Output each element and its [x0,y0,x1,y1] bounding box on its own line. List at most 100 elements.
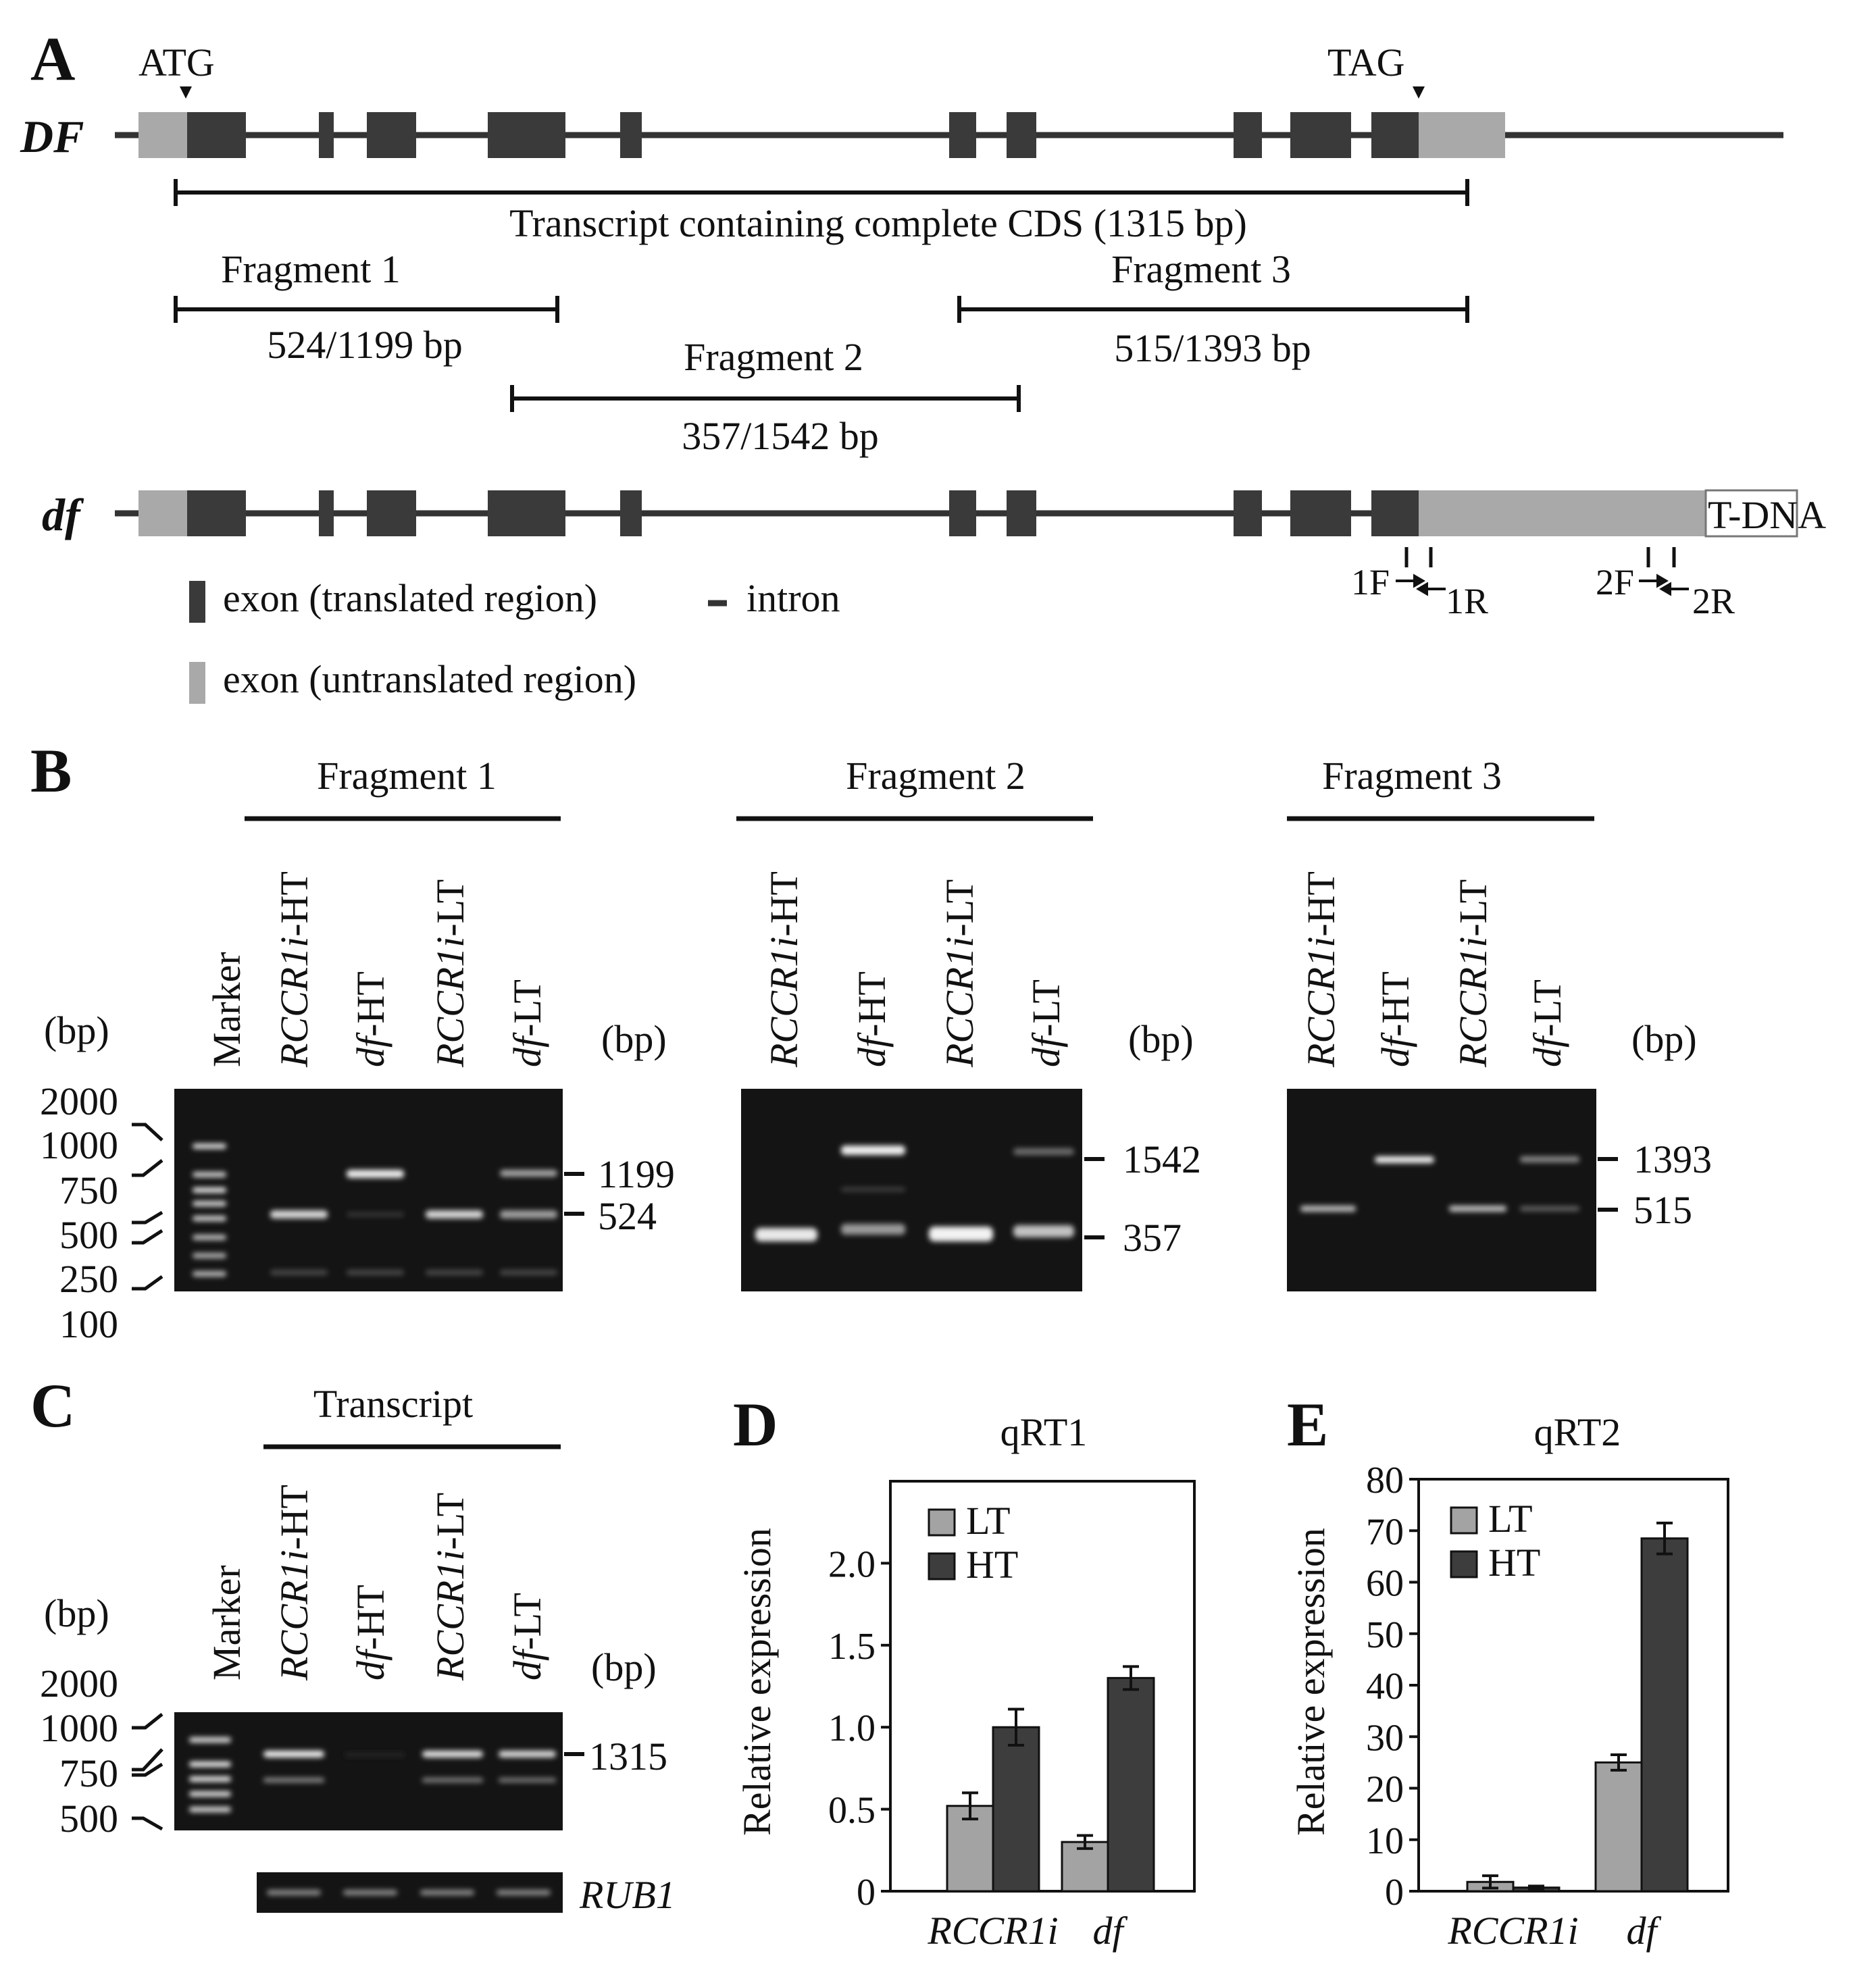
y-tick-label: 0.5 [828,1790,876,1832]
rub1-gel [257,1872,563,1913]
legend-translated-swatch [189,581,205,623]
marker-size-labels-c: 2000 1000 750 500 [40,1662,118,1841]
panel-b: B Fragment 1 Fragment 2 Fragment 3 Marke… [30,736,1712,1346]
panel-e: E qRT2 Relative expression 0102030405060… [1287,1390,1729,1953]
legend-label: LT [1488,1497,1533,1541]
panel-letter-d: D [733,1390,778,1459]
bp-unit-left: (bp) [44,1008,109,1052]
transcript-gel [174,1712,563,1830]
y-tick-label: 2.0 [828,1543,876,1585]
primer-marks [1404,547,1676,567]
transcript-lane-labels: Marker RCCR1i-HT df-HT RCCR1i-LT df-LT [205,1485,549,1681]
chart-e-title: qRT2 [1534,1410,1621,1454]
y-tick-label: 70 [1366,1511,1404,1553]
fragment-2-label: Fragment 2 [684,335,863,379]
primer-2f: 2F [1596,562,1634,602]
legend-label: LT [966,1499,1011,1543]
y-tick-label: 50 [1366,1614,1404,1656]
lane-label: RCCR1i-LT [938,879,982,1068]
chart-e-ylabel: Relative expression [1289,1528,1333,1836]
tag-label: TAG [1327,41,1405,84]
fragment-1-bracket [174,296,559,323]
lane-label: df-LT [505,1593,549,1680]
gene-label-mut: df [42,489,84,540]
gel-3-size-high: 1393 [1633,1137,1712,1181]
bar [1107,1676,1155,1893]
category-label: df [1626,1909,1661,1953]
fragment-3-bracket [957,296,1469,323]
bp-unit-gel1: (bp) [601,1017,667,1061]
bp-unit-gel3: (bp) [1631,1017,1697,1061]
bar [1640,1537,1689,1893]
panel-c: C Transcript Marker RCCR1i-HT df-HT RCCR… [30,1371,676,1917]
gel-1-lane-labels: Marker RCCR1i-HT df-HT RCCR1i-LT df-LT [205,871,549,1068]
gel-2 [741,1089,1082,1291]
gel-1-size-low: 524 [598,1194,657,1238]
transcript-label: Transcript containing complete CDS (1315… [509,201,1247,245]
y-tick-label: 10 [1366,1820,1404,1862]
legend-swatch [1450,1550,1478,1578]
legend-intron-label: intron [746,576,840,620]
fragment-3-label: Fragment 3 [1111,247,1291,291]
legend-translated-label: exon (translated region) [223,576,597,620]
lane-label: df-HT [850,971,894,1067]
tag-arrow-icon [1413,86,1425,99]
category-label: RCCR1i [927,1909,1058,1953]
svg-text:250: 250 [59,1257,118,1301]
bp-unit-gel2: (bp) [1128,1017,1194,1061]
gel-3-title: Fragment 3 [1322,754,1502,798]
svg-text:100: 100 [59,1302,118,1346]
primer-2r: 2R [1692,581,1735,621]
gene-model-wt [115,112,1783,158]
gel-3-lane-labels: RCCR1i-HT df-HT RCCR1i-LT df-LT [1299,871,1569,1068]
svg-text:1000: 1000 [40,1123,118,1167]
fragment-1-label: Fragment 1 [221,247,401,291]
legend-swatch [928,1508,956,1537]
gene-legend: exon (translated region) intron exon (un… [189,576,840,704]
svg-text:2000: 2000 [40,1662,118,1705]
y-tick-label: 60 [1366,1563,1404,1605]
gene-model-mut [115,489,1798,538]
svg-text:750: 750 [59,1168,118,1212]
lane-label: RCCR1i-LT [428,879,472,1068]
lane-label: df-LT [1525,979,1569,1067]
fragment-2-bracket [510,385,1021,412]
lane-label: df-LT [505,979,549,1067]
legend-swatch [928,1552,956,1580]
chart-d-frame [889,1480,1196,1893]
lane-label: df-HT [349,1585,392,1680]
gel-1 [174,1089,563,1291]
lane-marker-label: Marker [205,952,249,1067]
panel-letter-e: E [1287,1390,1328,1459]
gene-label-wt: DF [20,111,84,162]
legend-untranslated-label: exon (untranslated region) [223,657,636,701]
bar [992,1726,1040,1893]
gel-2-lane-labels: RCCR1i-HT df-HT RCCR1i-LT df-LT [762,871,1068,1068]
primer-arrows-icon [1396,573,1689,596]
chart-d-title: qRT1 [1000,1410,1088,1454]
gel-2-size-low: 357 [1123,1216,1182,1260]
lane-label: RCCR1i-LT [428,1493,472,1681]
tdna-label: T-DNA [1708,493,1826,537]
gel-1-size-high: 1199 [598,1152,675,1196]
category-label: RCCR1i [1447,1909,1578,1953]
y-tick-label: 20 [1366,1769,1404,1811]
transcript-size: 1315 [589,1734,667,1778]
lane-label: RCCR1i-HT [762,871,806,1068]
y-tick-label: 0 [857,1872,876,1913]
gel-3 [1287,1089,1596,1291]
legend-label: HT [966,1543,1018,1587]
marker-leader-lines [132,1123,163,1291]
lane-marker-label: Marker [205,1565,249,1680]
lane-label: df-HT [349,971,392,1067]
panel-d: D qRT1 Relative expression 00.51.01.52.0… [733,1390,1196,1953]
svg-text:1000: 1000 [40,1706,118,1750]
atg-label: ATG [138,41,215,84]
svg-text:2000: 2000 [40,1079,118,1123]
gel-1-title: Fragment 1 [317,754,497,798]
lane-label: df-HT [1373,971,1417,1067]
svg-text:500: 500 [59,1213,118,1257]
lane-label: RCCR1i-HT [272,871,316,1068]
